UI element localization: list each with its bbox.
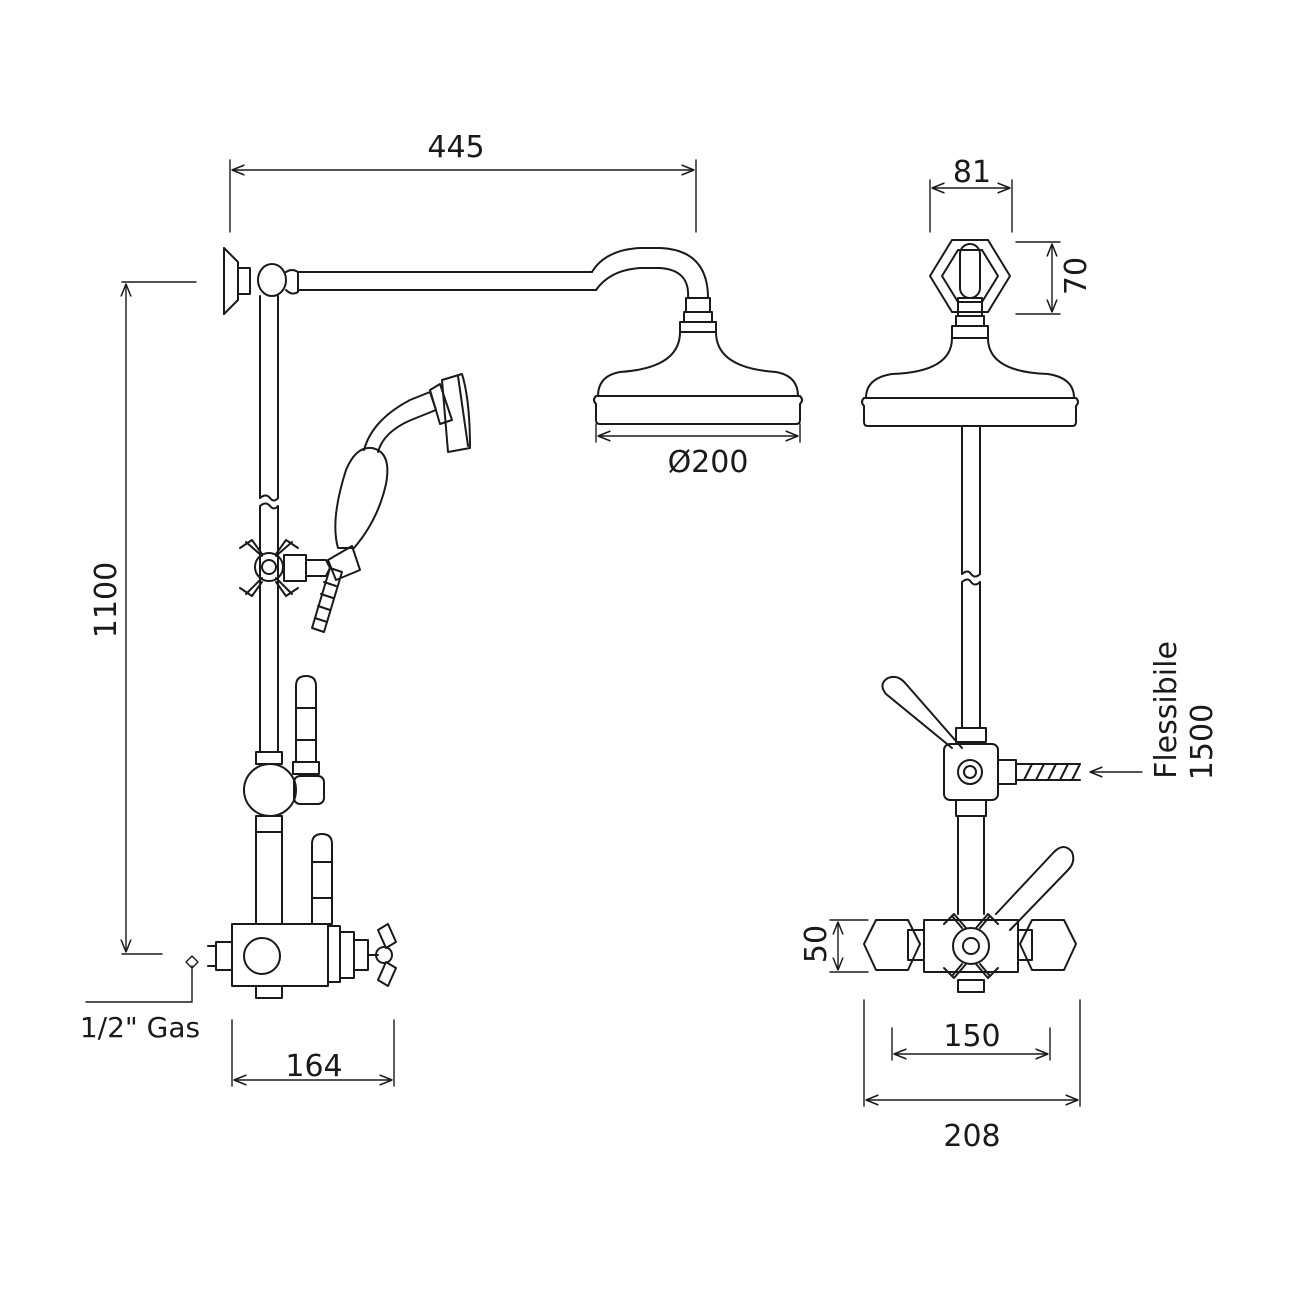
riser-pipe <box>259 295 279 753</box>
dimension-208 <box>863 999 1081 1107</box>
dimension-164 <box>231 1019 395 1087</box>
dimension-81 <box>929 179 1013 233</box>
side-view <box>85 159 803 1087</box>
dimension-70 <box>1015 241 1061 315</box>
thermostatic-valve-side <box>207 833 397 999</box>
slider-cross-handle <box>239 539 331 597</box>
diverter-side <box>243 675 325 833</box>
lower-pipe <box>255 831 283 925</box>
label-200: Ø200 <box>668 445 749 480</box>
label-81: 81 <box>953 155 991 190</box>
front-view <box>829 179 1143 1107</box>
label-70: 70 <box>1059 257 1094 295</box>
dimension-50 <box>829 919 869 973</box>
thermostatic-valve-front <box>863 846 1077 993</box>
dimension-200 <box>595 423 801 443</box>
label-hose-2: 1500 <box>1185 704 1220 780</box>
label-hose-1: Flessibile <box>1149 641 1184 779</box>
lower-pipe-front <box>957 815 985 915</box>
label-164: 164 <box>285 1049 342 1084</box>
wall-flange <box>223 247 251 315</box>
shower-head-front <box>861 315 1079 427</box>
diverter-front <box>881 675 1081 817</box>
label-1100: 1100 <box>89 562 124 638</box>
label-gas: 1/2" Gas <box>80 1011 200 1044</box>
riser-front <box>961 425 981 729</box>
dimension-150 <box>891 1027 1051 1061</box>
shower-head-side <box>593 311 803 425</box>
label-445: 445 <box>427 130 484 165</box>
hand-shower <box>311 373 471 633</box>
hex-mount <box>929 239 1011 317</box>
label-150: 150 <box>943 1019 1000 1054</box>
dimension-445 <box>229 159 697 233</box>
connection-leader <box>85 955 199 1003</box>
shower-arm <box>257 247 711 313</box>
label-208: 208 <box>943 1119 1000 1154</box>
dimension-1100 <box>122 281 197 955</box>
label-50: 50 <box>799 925 834 963</box>
